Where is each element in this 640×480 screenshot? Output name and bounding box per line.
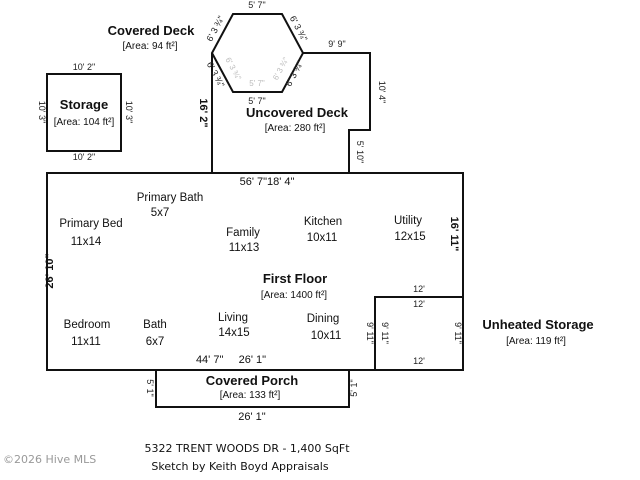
first-floor-name: First Floor (263, 271, 327, 286)
covered-porch-outline (155, 370, 350, 408)
room-bath-size: 6x7 (146, 336, 165, 348)
storage-outline (46, 73, 122, 152)
uncovered-deck-right-wall (303, 52, 371, 173)
dim-floor-left: 26' 10" (44, 253, 56, 288)
room-utility-name: Utility (394, 215, 422, 227)
room-living-size: 14x15 (218, 327, 249, 339)
dim-unheated-left: 9' 11" (365, 322, 375, 344)
dim-unheated-top: 12' (413, 284, 425, 294)
room-bath-name: Bath (143, 319, 167, 331)
room-utility-size: 12x15 (394, 231, 425, 243)
room-primary-bath-name: Primary Bath (137, 192, 203, 204)
unheated-storage-outline (374, 296, 463, 370)
room-primary-bath-size: 5x7 (151, 207, 170, 219)
dim-deck-top: 9' 9" (328, 39, 345, 49)
room-kitchen-size: 10x11 (307, 232, 337, 244)
dim-hex-top: 5' 7" (248, 0, 265, 10)
room-bedroom-name: Bedroom (64, 319, 111, 331)
dim-porch-right: 5' 1" (349, 379, 359, 396)
uncovered-deck-area: [Area: 280 ft²] (265, 123, 326, 134)
dim-floor-right: 16' 11" (448, 217, 460, 252)
walls (46, 13, 464, 408)
uncovered-deck-name: Uncovered Deck (246, 105, 349, 120)
room-primary-bed-name: Primary Bed (59, 218, 122, 230)
first-floor-outline (46, 172, 464, 371)
footer-sketch-by: Sketch by Keith Boyd Appraisals (151, 460, 328, 473)
room-dining-name: Dining (307, 313, 340, 325)
dim-deck-right-lower: 5' 10" (355, 141, 365, 163)
storage-area: [Area: 104 ft²] (54, 117, 115, 128)
dim-storage-right: 10' 3" (124, 101, 134, 123)
dim-storage-left: 10' 3" (37, 101, 47, 123)
first-floor-area: [Area: 1400 ft²] (261, 290, 327, 301)
room-living-name: Living (218, 312, 248, 324)
dim-hex-inner-bottom: 5' 7" (249, 79, 265, 88)
dim-deck-left: 16' 2" (197, 98, 209, 127)
unheated-storage-name: Unheated Storage (482, 317, 593, 332)
covered-porch-name: Covered Porch (206, 373, 299, 388)
copyright-watermark: ©2026 Hive MLS (3, 453, 96, 466)
unheated-storage-area: [Area: 119 ft²] (506, 336, 566, 347)
room-family-name: Family (226, 227, 260, 239)
dim-hex-right-upper: 6' 3 ¾" (288, 14, 310, 43)
dim-storage-bottom: 10' 2" (73, 152, 95, 162)
dim-floor-top: 56' 7"18' 4" (240, 176, 295, 188)
covered-deck-name: Covered Deck (108, 23, 195, 38)
dim-hex-left-upper: 6' 3 ¾" (204, 14, 226, 43)
storage-name: Storage (60, 97, 108, 112)
dim-storage-top: 10' 2" (73, 62, 95, 72)
dim-porch-left: 5' 1" (145, 379, 155, 396)
dim-unheated-bottom: 12' (413, 356, 425, 366)
room-family-size: 11x13 (229, 242, 259, 254)
dim-unheated-top-inner: 12' (413, 299, 425, 309)
dim-deck-right: 10' 4" (377, 81, 387, 103)
room-kitchen-name: Kitchen (304, 216, 342, 228)
dim-porch-bottom: 26' 1" (238, 411, 266, 423)
covered-deck-area: [Area: 94 ft²] (122, 41, 177, 52)
dim-hex-bottom: 5' 7" (248, 96, 265, 106)
room-bedroom-size: 11x11 (71, 336, 101, 348)
dim-unheated-right: 9' 11" (453, 322, 463, 344)
covered-porch-area: [Area: 133 ft²] (220, 390, 281, 401)
dim-unheated-left-inner: 9' 11" (380, 322, 390, 344)
room-dining-size: 10x11 (311, 330, 341, 342)
dim-floor-bottom: 44' 7" 26' 1" (196, 354, 266, 366)
footer-address: 5322 TRENT WOODS DR - 1,400 SqFt (144, 442, 350, 455)
room-primary-bed-size: 11x14 (71, 236, 102, 248)
